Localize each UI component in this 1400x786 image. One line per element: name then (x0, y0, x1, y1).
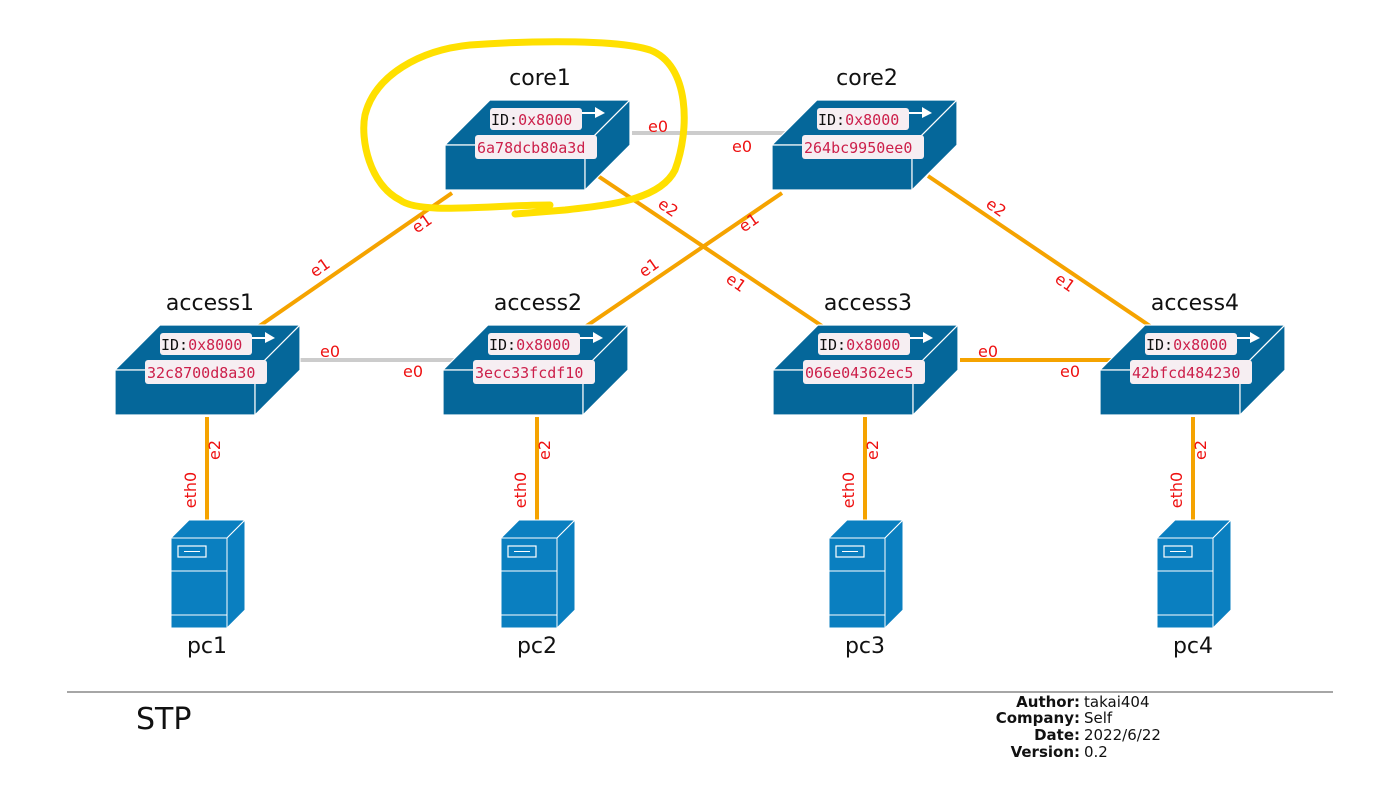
pc-pc3[interactable]: pc3 (827, 518, 905, 659)
bridge-id-mac: 42bfcd484230 (1132, 364, 1240, 382)
port-label-core1-e0: e0 (648, 117, 668, 136)
link-core2-access4 (926, 174, 1152, 328)
port-label-access2-e0: e0 (403, 362, 423, 381)
bridge-id-mac: 264bc9950ee0 (804, 139, 912, 157)
switch-name-label: core2 (836, 66, 898, 91)
port-label-access3-e0: e0 (978, 342, 998, 361)
pc-pc4[interactable]: pc4 (1155, 518, 1233, 659)
port-label-access4-e2: e2 (1191, 440, 1210, 460)
switch-name-label: access2 (494, 291, 582, 316)
port-label-access4-e0: e0 (1060, 362, 1080, 381)
port-label-core2-e0: e0 (732, 137, 752, 156)
port-label-access1-e2: e2 (205, 440, 224, 460)
port-label-pc4-eth0: eth0 (1167, 472, 1186, 508)
bridge-id-mac: 32c8700d8a30 (147, 364, 255, 382)
version-value: 0.2 (1084, 743, 1108, 761)
link-core1-access1 (256, 191, 454, 329)
company-key: Company: (996, 709, 1080, 727)
bridge-id-priority: ID:0x8000 (161, 336, 242, 354)
links-layer (205, 131, 1195, 522)
date-value: 2022/6/22 (1084, 726, 1161, 744)
link-core2-access2 (583, 191, 784, 329)
port-label-access1-e0: e0 (320, 342, 340, 361)
server-tower-icon (1155, 518, 1233, 630)
metadata-block: Author: takai404 Company: Self Date: 202… (996, 693, 1161, 761)
bridge-id-priority: ID:0x8000 (819, 336, 900, 354)
pc-name-label: pc4 (1173, 634, 1213, 659)
port-label-core2-e1: e1 (735, 209, 762, 236)
company-value: Self (1084, 709, 1113, 727)
highlight-circle-annotation (360, 38, 688, 218)
author-key: Author: (1016, 693, 1080, 711)
port-labels-layer: e0e0e1e1e2e1e1e1e2e1e0e0e0e0e2eth0e2eth0… (181, 117, 1210, 508)
server-tower-icon (827, 518, 905, 630)
switch-name-label: access4 (1151, 291, 1239, 316)
bridge-id-mac: 6a78dcb80a3d (477, 139, 585, 157)
bridge-id-priority: ID:0x8000 (489, 336, 570, 354)
pc-name-label: pc2 (517, 634, 557, 659)
pcs-layer: pc1 pc2 pc3 pc4 (169, 518, 1233, 659)
server-tower-icon (499, 518, 577, 630)
pc-pc1[interactable]: pc1 (169, 518, 247, 659)
bridge-id-mac: 3ecc33fcdf10 (475, 364, 583, 382)
bridge-id-priority: ID:0x8000 (818, 111, 899, 129)
switch-name-label: access3 (824, 291, 912, 316)
pc-pc2[interactable]: pc2 (499, 518, 577, 659)
port-label-access2-e2: e2 (535, 440, 554, 460)
bridge-id-priority: ID:0x8000 (1146, 336, 1227, 354)
pc-name-label: pc1 (187, 634, 227, 659)
diagram-title: STP (136, 702, 191, 737)
port-label-pc1-eth0: eth0 (181, 472, 200, 508)
port-label-pc3-eth0: eth0 (839, 472, 858, 508)
port-label-pc2-eth0: eth0 (511, 472, 530, 508)
server-tower-icon (169, 518, 247, 630)
highlight-layer (360, 38, 688, 218)
port-label-core1-e1: e1 (408, 210, 435, 237)
author-value: takai404 (1084, 693, 1150, 711)
switch-name-label: access1 (166, 291, 254, 316)
switch-name-label: core1 (509, 66, 571, 91)
date-key: Date: (1034, 726, 1080, 744)
bridge-id-priority: ID:0x8000 (491, 111, 572, 129)
port-label-access3-e2: e2 (863, 440, 882, 460)
version-key: Version: (1011, 743, 1080, 761)
pc-name-label: pc3 (845, 634, 885, 659)
bridge-id-mac: 066e04362ec5 (805, 364, 913, 382)
